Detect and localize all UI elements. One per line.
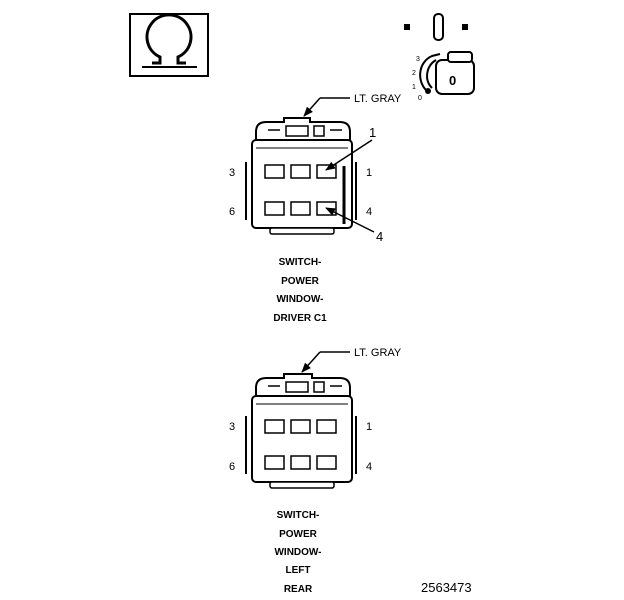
connector-2-pin-6-label: 6 (229, 461, 235, 473)
connector-1-caption-line-1: SWITCH- (279, 257, 322, 268)
connector-2-caption-line-3: WINDOW- (274, 547, 321, 558)
connector-1-pin-3-label: 3 (229, 167, 235, 179)
connector-2-caption-line-5: REAR (284, 584, 313, 595)
connector-2-pin-3-label: 3 (229, 421, 235, 433)
connector-1-pin-1-label: 1 (366, 167, 372, 179)
connector-1-callout-4: 4 (376, 229, 383, 244)
connector-2-pin-1-label: 1 (366, 421, 372, 433)
ignition-key-label: 0 (449, 73, 456, 88)
connector-2-color-label: LT. GRAY (354, 347, 402, 359)
connector-1-pin-6-label: 6 (229, 206, 235, 218)
ignition-position-0: 0 (418, 95, 422, 102)
connector-driver-c1: LT. GRAY 3 6 1 4 1 4 SWITCH- POWER (229, 93, 402, 324)
connector-2-caption-line-2: POWER (279, 529, 318, 540)
figure-number: 2563473 (421, 580, 472, 595)
connector-1-caption-line-4: DRIVER C1 (273, 313, 327, 324)
ignition-position-2: 2 (412, 70, 416, 77)
connector-2-caption-line-4: LEFT (286, 565, 311, 576)
ignition-key-icon: 3 2 1 0 0 (404, 13, 475, 102)
connector-1-caption-line-3: WINDOW- (276, 294, 323, 305)
connector-1-callout-1: 1 (369, 125, 376, 140)
ignition-position-3: 3 (416, 56, 420, 63)
ignition-position-1: 1 (412, 84, 416, 91)
connector-1-color-label: LT. GRAY (354, 93, 402, 105)
ohmmeter-icon (129, 13, 209, 77)
connector-2-caption-line-1: SWITCH- (277, 510, 320, 521)
connector-1-pin-4-label: 4 (366, 206, 372, 218)
connector-left-rear: LT. GRAY 3 6 1 4 SWITCH- POWER WINDOW- L… (229, 347, 402, 595)
connector-2-pin-4-label: 4 (366, 461, 372, 473)
connector-1-caption-line-2: POWER (281, 276, 320, 287)
